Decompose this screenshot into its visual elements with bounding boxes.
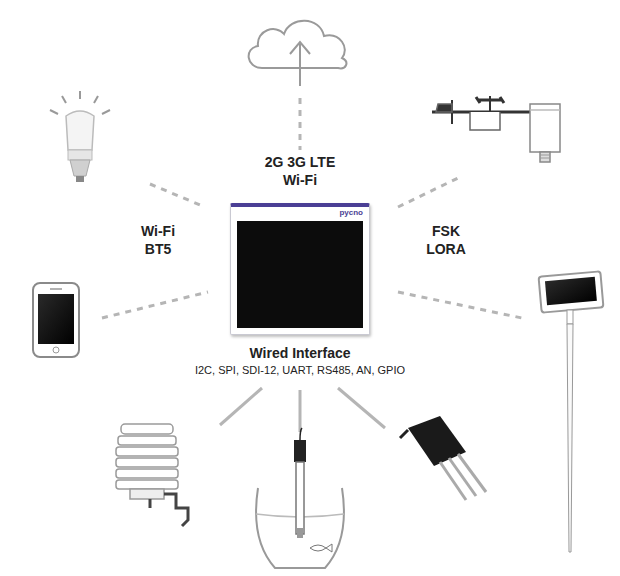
short-range-label: Wi-Fi BT5	[132, 222, 184, 258]
smart-bulb	[50, 91, 110, 182]
interface-list: I2C, SPI, SDI-12, UART, RS485, AN, GPIO	[170, 363, 430, 377]
smartphone	[33, 283, 79, 357]
wired-heading: Wired Interface	[200, 344, 400, 362]
solar-stake-sensor	[539, 271, 604, 552]
cellular-label: 2G 3G LTE Wi-Fi	[258, 153, 342, 189]
long-range-label: FSK LORA	[420, 222, 472, 258]
wired-links	[220, 388, 385, 432]
ph-probe-fishbowl	[256, 428, 344, 568]
gateway-device: pycno	[230, 203, 370, 335]
cloud-icon	[249, 21, 347, 86]
radiation-shield	[116, 424, 188, 526]
solar-panel	[237, 221, 363, 328]
brand-logo: pycno	[339, 208, 363, 217]
wind-sensor	[432, 96, 560, 162]
soil-moisture-probe	[400, 416, 486, 500]
